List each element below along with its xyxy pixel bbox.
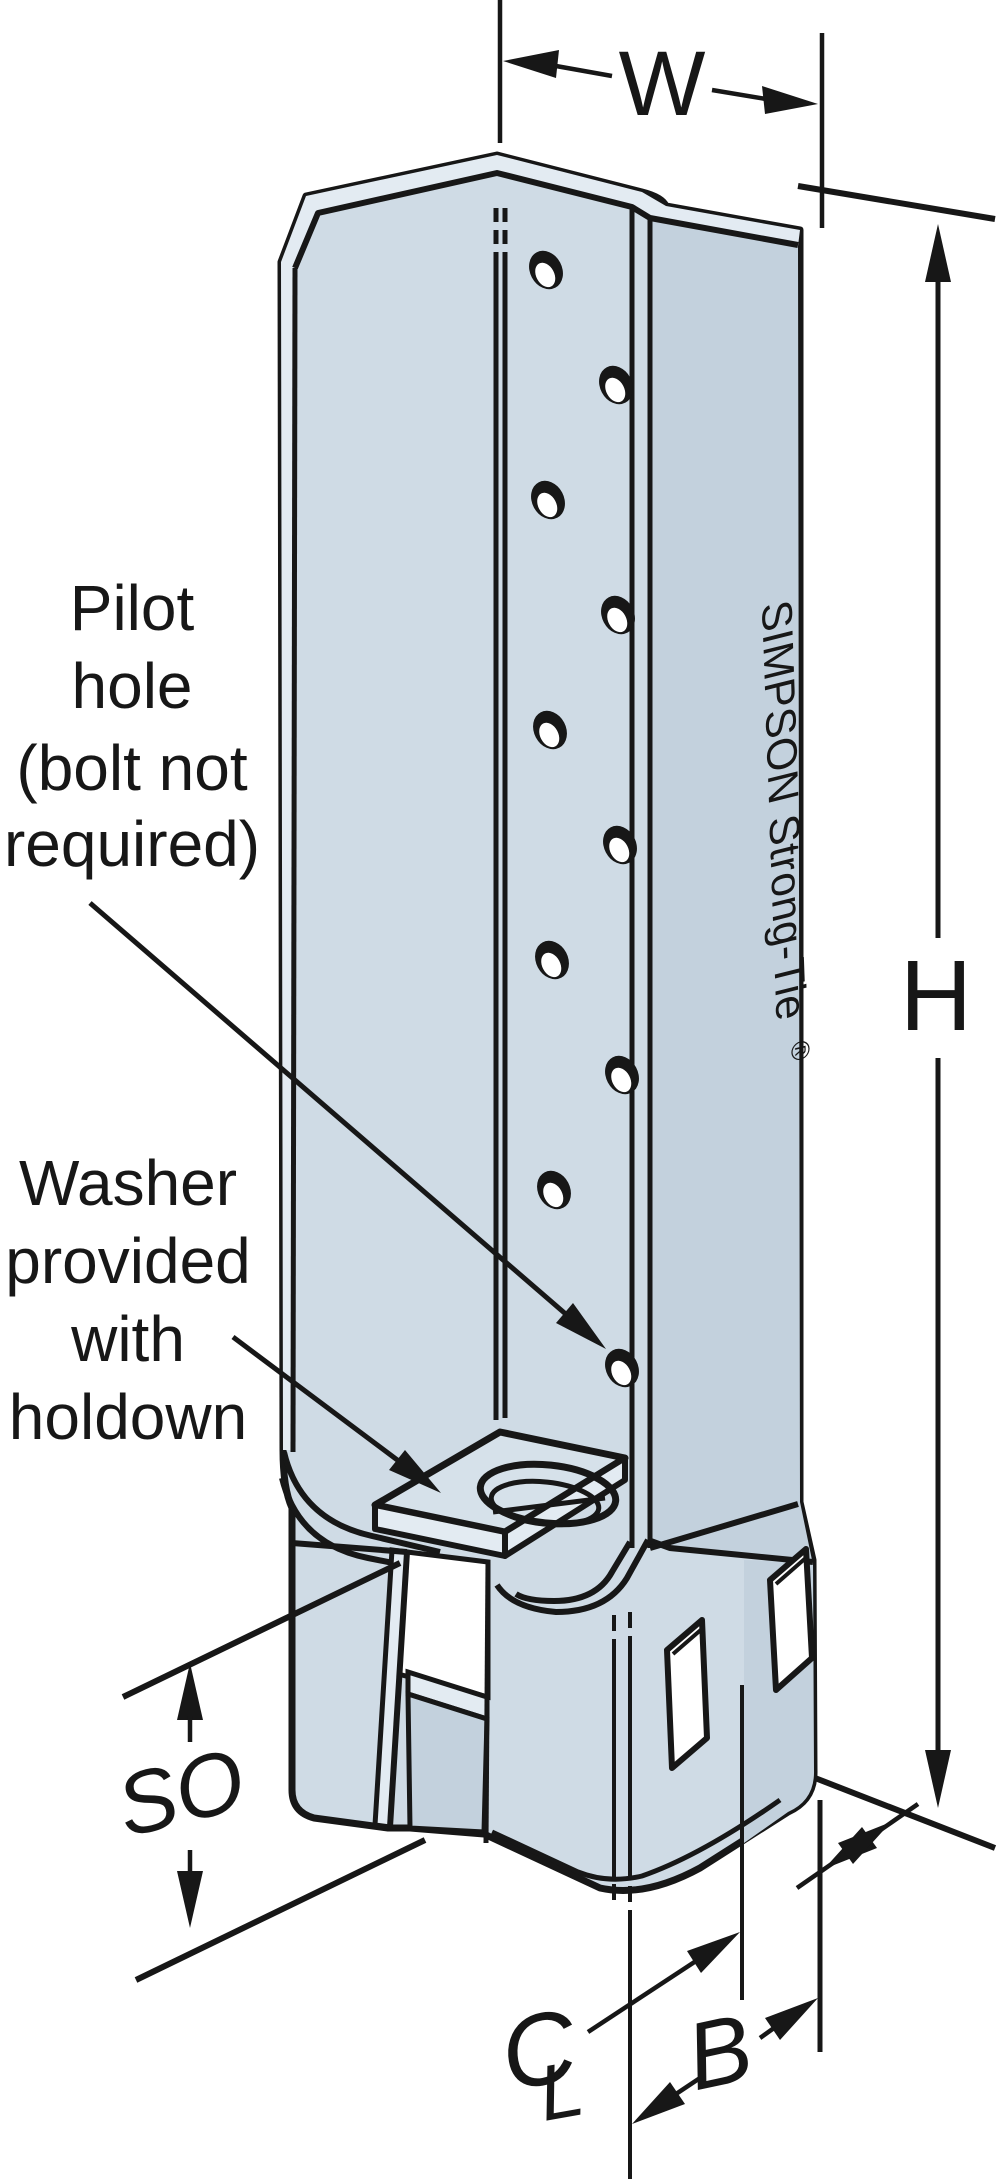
washer-right-edge [502, 1455, 628, 1559]
washer-text-4: holdown [9, 1381, 247, 1453]
pilot-hole-callout: Pilot hole (bolt not required) [4, 572, 606, 1349]
seat-saddle [279, 1451, 814, 1616]
slot-right [767, 1546, 815, 1693]
dimension-w: W [497, 0, 825, 228]
dim-w-label: W [619, 33, 706, 135]
pilot-hole-text-2: hole [72, 650, 193, 722]
slot-front [664, 1617, 710, 1771]
washer-leader [231, 1334, 402, 1465]
centerline-l: L [532, 2043, 590, 2137]
dimension-edge-mini [795, 1802, 920, 1890]
washer-arrowhead [389, 1450, 441, 1493]
left-stile [291, 1540, 410, 1830]
right-face-upper [650, 217, 812, 1560]
washer-text-3: with [70, 1303, 185, 1375]
dim-b-label: B [677, 1994, 761, 2111]
top-rim-inner-line [292, 170, 799, 270]
washer-text-1: Washer [19, 1147, 237, 1219]
washer-callout: Washer provided with holdown [5, 1147, 441, 1493]
pilot-hole-marks [529, 250, 639, 1388]
centerline-symbol: C L [492, 1987, 590, 2138]
left-bend-line [290, 267, 298, 1453]
base-left-edge [483, 1561, 491, 1844]
holdown-part: SIMPSON Strong-Tie ® [277, 151, 818, 1902]
dimension-h: H [797, 183, 997, 1851]
inner-wall [405, 1690, 490, 1835]
front-seam-lines [493, 208, 508, 1420]
right-bend-lines [629, 207, 653, 1548]
pilot-hole-arrowhead [556, 1303, 606, 1349]
base-bottom-inner-line [490, 1797, 782, 1882]
bolt-hole [476, 1460, 620, 1528]
washer-plate [371, 1428, 629, 1559]
washer-text-2: provided [5, 1225, 251, 1297]
pilot-hole-text-4: required) [4, 808, 260, 880]
dimension-cl-b: C L B [492, 1685, 823, 2179]
dim-h-label: H [900, 940, 972, 1052]
base-centerline-dashes [612, 1612, 632, 1902]
pilot-hole-text-1: Pilot [70, 572, 195, 644]
dim-so-label: SO [107, 1729, 254, 1856]
pilot-hole-text-3: (bolt not [16, 732, 247, 804]
pilot-hole-leader [88, 901, 570, 1318]
base-slots [664, 1546, 815, 1771]
